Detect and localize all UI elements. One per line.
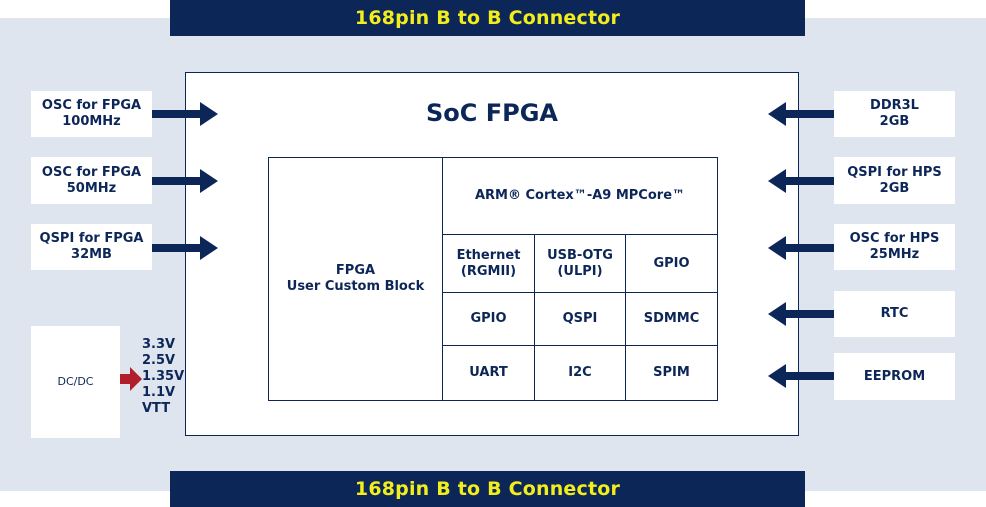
- arrow-left-icon: [768, 102, 834, 126]
- peripheral-gpio-hps: GPIO: [626, 235, 717, 293]
- arrow-left-icon: [768, 169, 834, 193]
- dcdc-box: DC/DC: [31, 326, 120, 438]
- arrow-left-icon: [768, 364, 834, 388]
- peripheral-usb-otg: USB-OTG (ULPI): [535, 235, 626, 293]
- power-arrow-icon: [120, 367, 142, 391]
- arrow-left-icon: [768, 302, 834, 326]
- peripheral-sdmmc: SDMMC: [626, 293, 717, 346]
- soc-title: SoC FPGA: [426, 99, 558, 127]
- voltage-1v1: 1.1V: [142, 385, 176, 400]
- arrow-right-icon: [152, 169, 218, 193]
- peripheral-gpio: GPIO: [443, 293, 535, 346]
- qspi-hps-box: QSPI for HPS 2GB: [834, 157, 955, 204]
- voltage-vtt: VTT: [142, 401, 171, 416]
- eeprom-box: EEPROM: [834, 353, 955, 400]
- peripheral-ethernet: Ethernet (RGMII): [443, 235, 535, 293]
- voltage-3v3: 3.3V: [142, 337, 176, 352]
- peripheral-uart: UART: [443, 346, 535, 400]
- arrow-right-icon: [152, 102, 218, 126]
- dcdc-voltages: 3.3V 2.5V 1.35V 1.1V VTT: [142, 337, 184, 417]
- arrow-left-icon: [768, 236, 834, 260]
- peripheral-qspi: QSPI: [535, 293, 626, 346]
- connector-top: 168pin B to B Connector: [170, 0, 805, 36]
- ddr3l-box: DDR3L 2GB: [834, 91, 955, 137]
- connector-bottom: 168pin B to B Connector: [170, 471, 805, 507]
- fpga-user-block: FPGA User Custom Block: [269, 158, 443, 400]
- soc-internal-grid: FPGA User Custom Block ARM® Cortex™-A9 M…: [268, 157, 718, 401]
- voltage-1v35: 1.35V: [142, 369, 185, 384]
- cpu-block: ARM® Cortex™-A9 MPCore™: [443, 158, 717, 235]
- arrow-right-icon: [152, 236, 218, 260]
- peripheral-spim: SPIM: [653, 365, 690, 380]
- osc-hps-box: OSC for HPS 25MHz: [834, 224, 955, 270]
- qspi-fpga-box: QSPI for FPGA 32MB: [31, 224, 152, 270]
- osc-fpga-100mhz-box: OSC for FPGA 100MHz: [31, 91, 152, 137]
- osc-fpga-50mhz-box: OSC for FPGA 50MHz: [31, 157, 152, 204]
- peripheral-i2c: I2C: [535, 346, 626, 400]
- voltage-2v5: 2.5V: [142, 353, 176, 368]
- rtc-box: RTC: [834, 291, 955, 337]
